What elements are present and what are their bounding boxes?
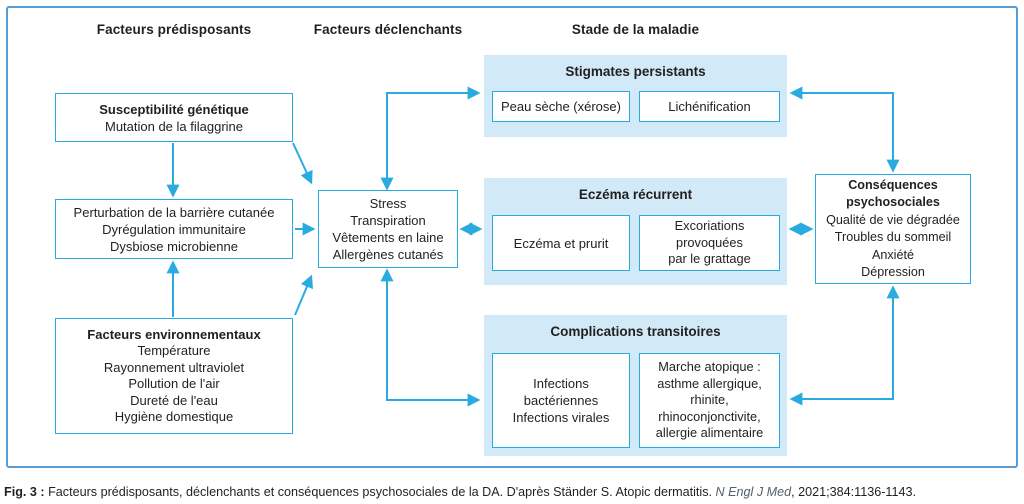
box-genetic-title: Susceptibilité génétique (99, 101, 249, 117)
caption-journal: N Engl J Med (715, 485, 792, 499)
box-triggers-line: Vêtements en laine (332, 230, 444, 245)
box-infections-line: bactériennes (523, 393, 599, 408)
box-consequences-line: Dépression (861, 265, 925, 279)
box-xerosis-line: Peau sèche (xérose) (501, 99, 621, 114)
box-consequences-line: Anxiété (871, 247, 914, 262)
box-environment-line: Température (137, 343, 211, 358)
column-header-triggering: Facteurs déclenchants (313, 22, 463, 37)
box-atopic-march-line: rhinite, (690, 392, 729, 408)
box-consequences-line: Qualité de vie dégradée (826, 212, 960, 227)
column-header-predisposing: Facteurs prédisposants (96, 22, 252, 37)
box-atopic-march-line: allergie alimentaire (655, 425, 764, 441)
panel-eczema-title: Eczéma récurrent (578, 187, 693, 202)
panel-transient-complications: Complications transitoires Infections ba… (484, 315, 787, 456)
box-lichenification: Lichénification (639, 91, 780, 122)
box-consequences-title-line: Conséquences (848, 177, 938, 192)
box-environment-line: Hygiène domestique (114, 409, 234, 424)
panel-persistent-stigmata: Stigmates persistants Peau sèche (xérose… (484, 55, 787, 137)
box-environment-line: Pollution de l'air (128, 376, 220, 391)
box-environment-line: Dureté de l'eau (130, 392, 218, 408)
box-infections: Infections bactériennes Infections viral… (492, 353, 630, 448)
box-infections-line: Infections (533, 376, 589, 391)
box-barrier-line: Dysbiose microbienne (110, 238, 238, 254)
box-consequences-title-line: psychosociales (846, 195, 940, 209)
box-atopic-march-line: Marche atopique : (658, 359, 761, 375)
box-atopic-march-line: rhinoconjonctivite, (658, 408, 761, 424)
panel-recurrent-eczema: Eczéma récurrent Eczéma et prurit Excori… (484, 178, 787, 285)
panel-complications-title: Complications transitoires (550, 324, 721, 339)
box-excoriations-line: Excoriations (674, 218, 745, 234)
box-psychosocial-consequences: Conséquences psychosociales Qualité de v… (815, 174, 971, 284)
box-triggers: Stress Transpiration Vêtements en laine … (318, 190, 458, 268)
box-atopic-march: Marche atopique : asthme allergique, rhi… (639, 353, 780, 448)
box-genetic-susceptibility: Susceptibilité génétique Mutation de la … (55, 93, 293, 142)
caption-text: Facteurs prédisposants, déclenchants et … (44, 485, 716, 499)
box-excoriations-line: par le grattage (668, 251, 751, 267)
box-excoriations-line: provoquées (676, 234, 743, 250)
column-header-stage: Stade de la maladie (571, 22, 700, 37)
box-barrier-line: Perturbation de la barrière cutanée (73, 204, 275, 220)
box-dry-skin-xerosis: Peau sèche (xérose) (492, 91, 630, 122)
caption-reference: , 2021;384:1136-1143. (791, 485, 917, 499)
box-barrier-line: Dyrégulation immunitaire (102, 221, 246, 237)
box-consequences-line: Troubles du sommeil (834, 230, 952, 244)
box-environment-line: Rayonnement ultraviolet (103, 359, 245, 375)
box-genetic-line: Mutation de la filaggrine (104, 118, 244, 134)
box-skin-barrier: Perturbation de la barrière cutanée Dyré… (55, 199, 293, 259)
box-eczema-line: Eczéma et prurit (513, 235, 609, 251)
panel-stigmata-title: Stigmates persistants (565, 64, 706, 79)
box-triggers-line: Allergènes cutanés (332, 247, 444, 262)
box-lichenification-line: Lichénification (668, 99, 751, 114)
caption-fig-label: Fig. 3 : (4, 485, 45, 499)
figure-caption: Fig. 3 : Facteurs prédisposants, déclenc… (4, 484, 1018, 500)
box-excoriations: Excoriations provoquées par le grattage (639, 215, 780, 271)
box-atopic-march-line: asthme allergique, (657, 375, 762, 391)
box-triggers-line: Stress (369, 196, 407, 211)
box-triggers-line: Transpiration (350, 213, 426, 228)
box-environmental-factors: Facteurs environnementaux Température Ra… (55, 318, 293, 434)
box-eczema-pruritus: Eczéma et prurit (492, 215, 630, 271)
box-environment-title: Facteurs environnementaux (87, 326, 261, 342)
box-infections-line: Infections virales (512, 410, 610, 425)
